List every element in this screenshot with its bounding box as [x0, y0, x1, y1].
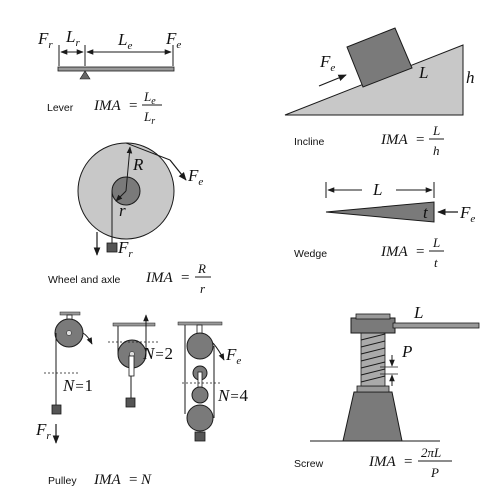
incline-numerator: L [432, 123, 440, 138]
wheel-effort-arrow-icon [169, 159, 187, 181]
wheel-load-weight [106, 242, 118, 253]
incline-force-arrow-icon [318, 74, 347, 87]
pulley-caption: Pulley [48, 475, 77, 487]
wheel-formula: Wheel and axle IMA = R r [48, 261, 211, 296]
screw-threads [360, 333, 386, 383]
wheel-fe-label: Fe [187, 166, 203, 188]
lever-fr-label: Fr [37, 29, 53, 51]
screw-shaft [360, 332, 386, 387]
pulley-equals: = [129, 472, 137, 488]
incline-formula: Incline IMA = L h [294, 123, 444, 158]
pulley2-weight [125, 397, 136, 408]
pulley2-ceiling [112, 322, 156, 327]
pulley3-n-label: N=4 [217, 386, 248, 405]
wedge-numerator: L [432, 235, 440, 250]
screw-formula: Screw IMA = 2πL P [294, 445, 452, 480]
screw-diagram: L P [310, 303, 480, 442]
wheel-numerator: R [197, 261, 206, 276]
incline-fe-label: Fe [319, 52, 335, 74]
screw-ima: IMA [368, 454, 396, 470]
wheel-caption: Wheel and axle [48, 274, 121, 286]
incline-diagram: Fe L h [284, 27, 475, 116]
wedge-shape [325, 201, 435, 223]
screw-head-top [355, 313, 391, 320]
lever-formula: Lever IMA = Le Lr [47, 89, 162, 127]
wheel-effort-rope [125, 142, 171, 161]
wedge-formula: Wedge IMA = L t [294, 235, 444, 270]
pulley-ima: IMA [93, 472, 121, 488]
wheel-radius-big-arrow-icon [125, 146, 133, 192]
pulley3-ceiling [177, 321, 223, 326]
pulley3-bottom-wheel-b [186, 404, 214, 432]
lever-lr-label: Lr [65, 27, 80, 49]
pulley3-bottom-wheel-a [191, 386, 209, 404]
lever-equals: = [129, 98, 137, 114]
wheel-equals: = [181, 270, 189, 286]
pulley-formula: Pulley IMA = N [48, 472, 152, 488]
incline-caption: Incline [294, 136, 325, 148]
wheel-fr-label: Fr [117, 238, 133, 260]
wheel-radius-small-arrow-icon [115, 190, 127, 202]
screw-handle [392, 322, 480, 329]
wheel-diagram: R r Fe Fr [77, 142, 203, 260]
lever-numerator: Le [143, 89, 156, 107]
screw-head [350, 317, 396, 334]
wheel-ima: IMA [145, 270, 173, 286]
pulley3-effort-arrow-icon [212, 342, 225, 361]
pulley1-hub [66, 330, 72, 336]
wedge-diagram: L t Fe [325, 180, 475, 225]
wedge-fe-label: Fe [459, 203, 475, 225]
wedge-denominator: t [434, 255, 438, 270]
screw-numerator: 2πL [421, 445, 441, 460]
screw-l-label: L [413, 303, 423, 322]
pulley1-n-label: N=1 [62, 376, 93, 395]
screw-base-cap [356, 385, 390, 393]
lever-beam [57, 66, 175, 72]
pulley2-n-label: N=2 [142, 344, 173, 363]
pulley-diagram: N=1 Fr N=2 Fe N=4 [35, 311, 248, 444]
wedge-caption: Wedge [294, 248, 327, 260]
pulley-fe-label: Fe [225, 345, 241, 367]
incline-block [346, 27, 413, 88]
incline-ima: IMA [380, 132, 408, 148]
pulley-rhs: N [140, 472, 152, 488]
wedge-t-label: t [423, 203, 429, 222]
lever-le-label: Le [117, 30, 132, 52]
pulley1-ceiling [59, 311, 81, 316]
screw-base [342, 391, 403, 442]
lever-fe-label: Fe [165, 29, 181, 51]
lever-ima: IMA [93, 98, 121, 114]
wheel-r-small-label: r [119, 201, 126, 220]
wheel-denominator: r [200, 281, 206, 296]
wheel-r-big-label: R [132, 155, 144, 174]
incline-denominator: h [433, 143, 440, 158]
incline-l-label: L [418, 63, 428, 82]
lever-diagram: Fr Lr Le Fe [37, 27, 181, 80]
pulley-fr-label: Fr [35, 420, 51, 442]
lever-fulcrum [79, 70, 91, 80]
screw-equals: = [404, 454, 412, 470]
wedge-ima: IMA [380, 244, 408, 260]
pulley1-weight [51, 404, 62, 415]
wedge-equals: = [416, 244, 424, 260]
pulley2-mount [128, 355, 135, 377]
incline-equals: = [416, 132, 424, 148]
pulley3-top-wheel-a [186, 332, 214, 360]
pulley3-weight [194, 431, 206, 442]
lever-caption: Lever [47, 102, 74, 114]
screw-caption: Screw [294, 458, 324, 470]
screw-denominator: P [430, 465, 439, 480]
pulley1-effort-arrow-icon [82, 332, 93, 345]
screw-p-label: P [401, 342, 412, 361]
wedge-l-label: L [372, 180, 382, 199]
lever-denominator: Lr [143, 109, 155, 127]
incline-h-label: h [466, 68, 475, 87]
